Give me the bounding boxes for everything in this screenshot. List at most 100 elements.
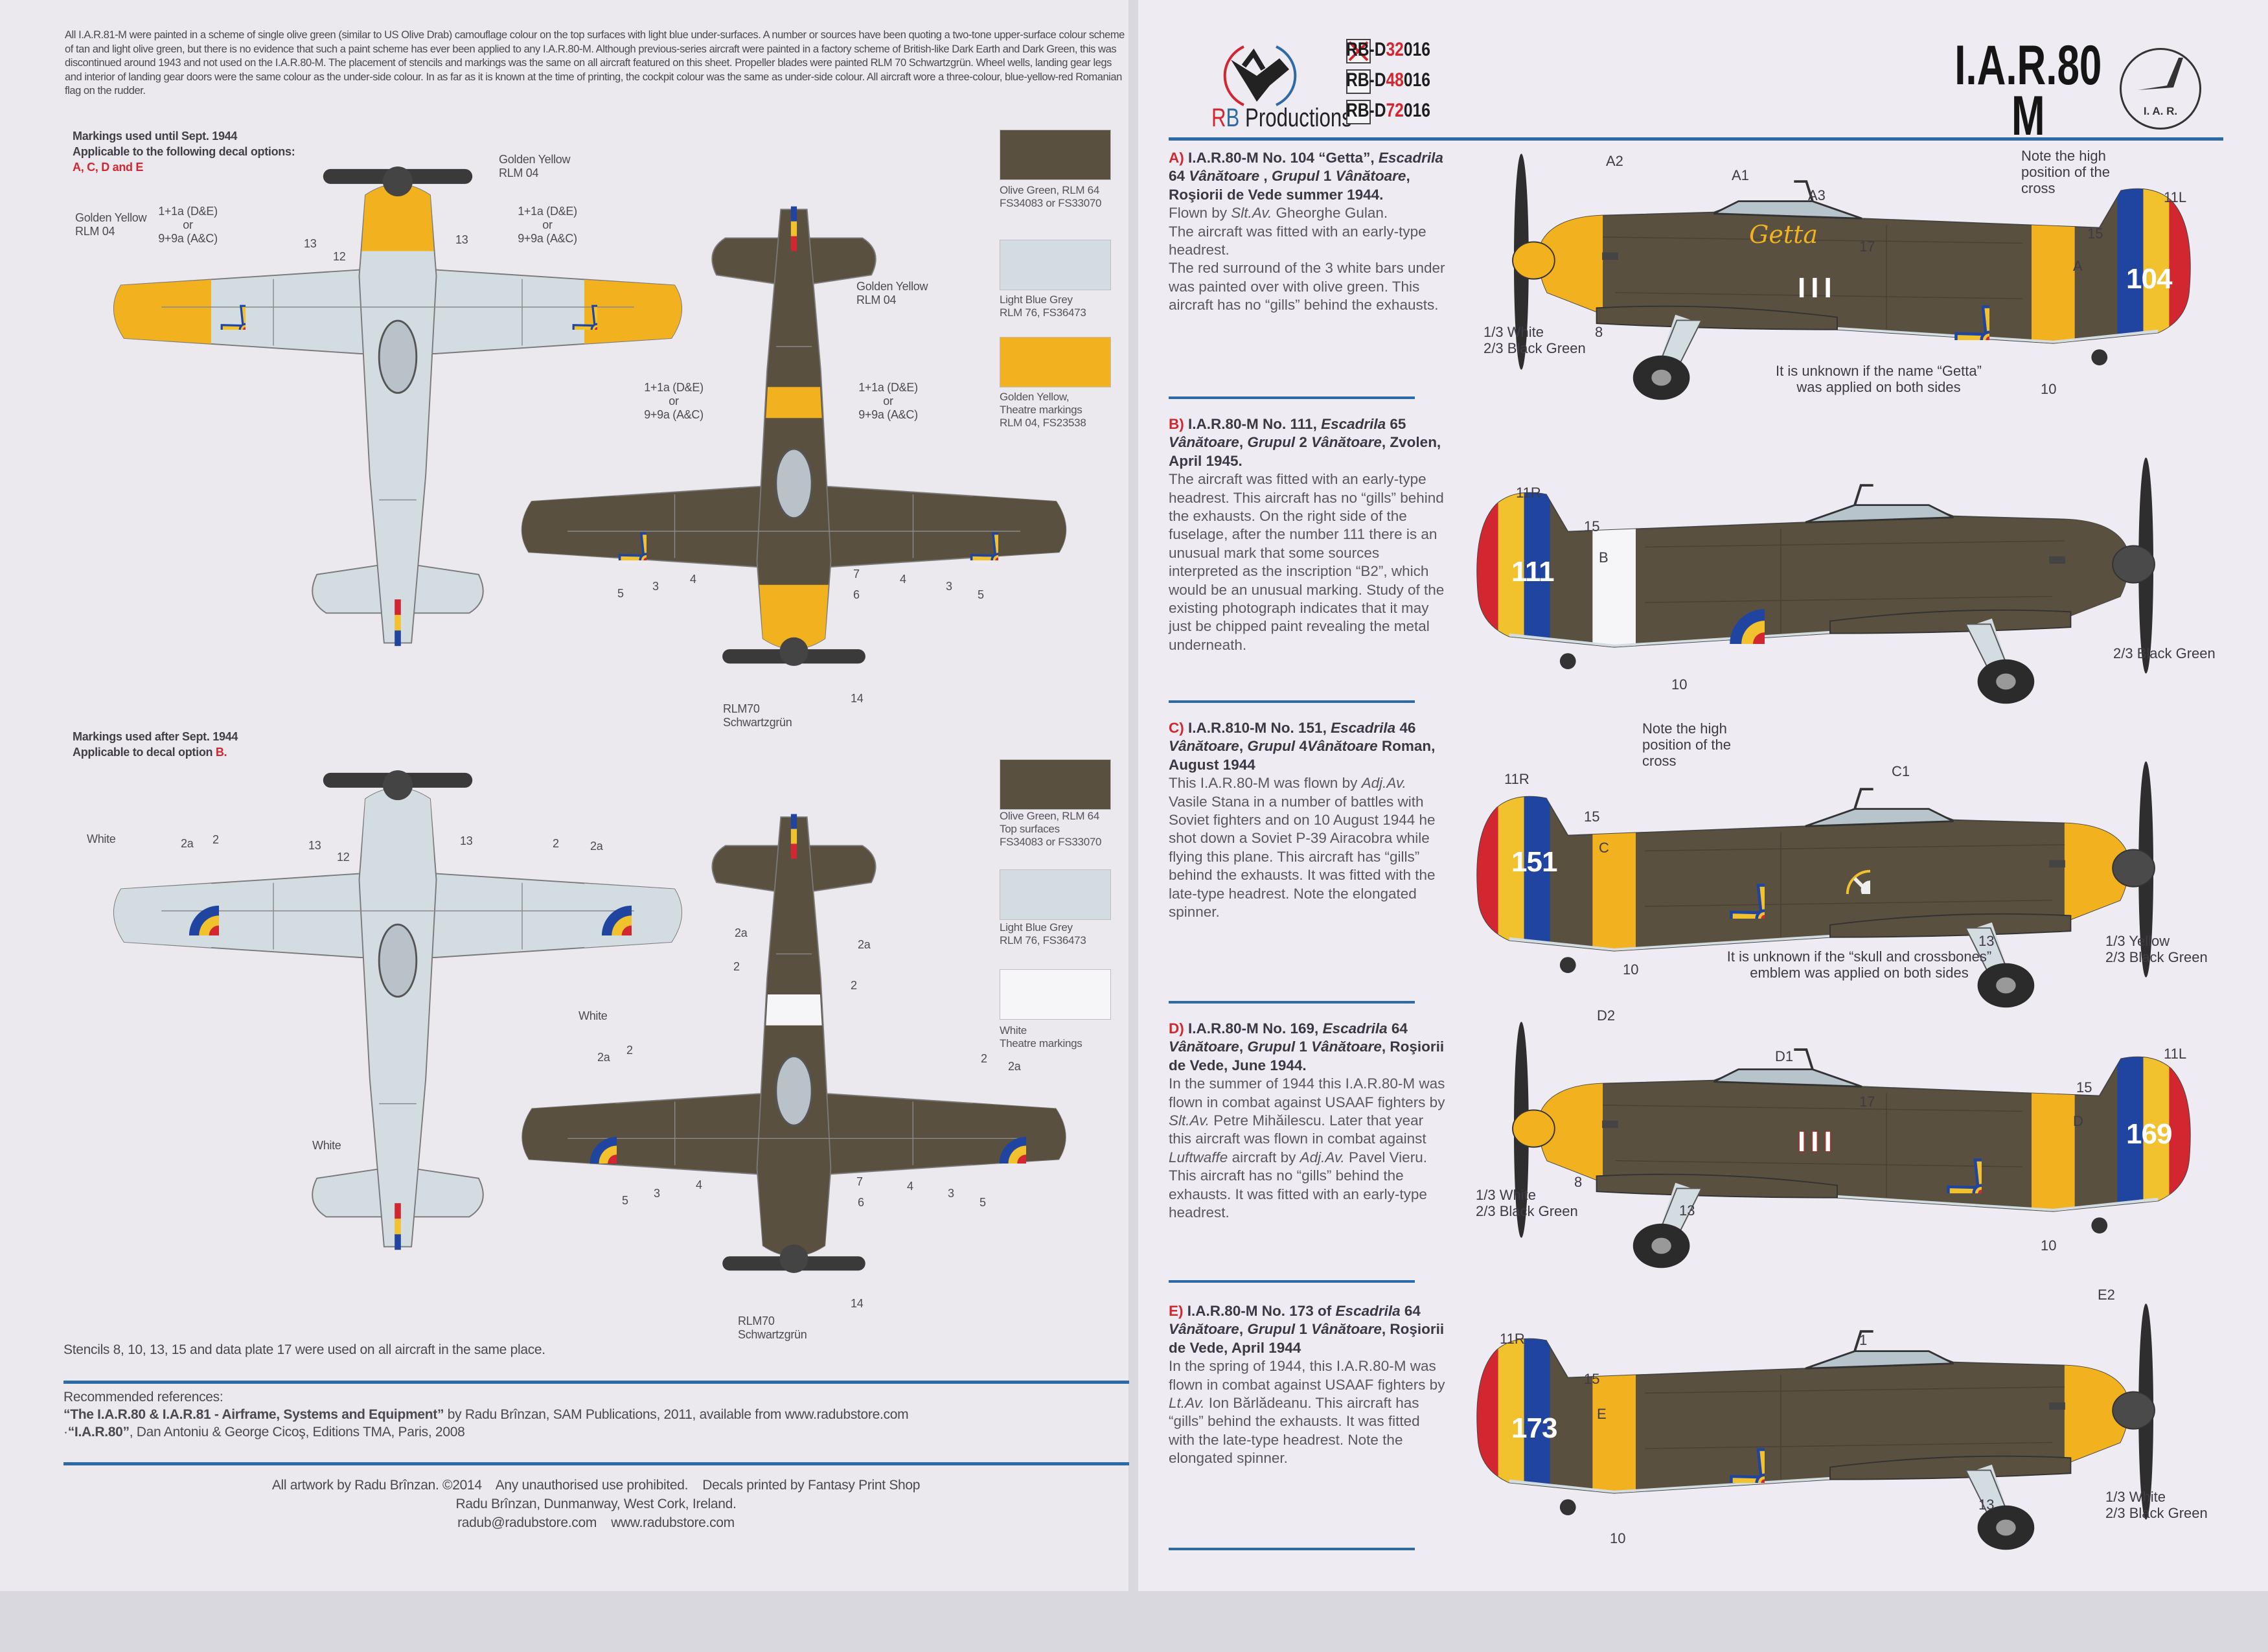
text-segment: 64 [1169,168,1189,185]
section-applicable: Applicable to decal option [73,746,216,759]
callout-label: Golden Yellow RLM 04 [856,280,928,306]
text-segment: Grupul [1247,1038,1296,1055]
checked-x-icon [1348,41,1369,62]
profile-callout: 13 [1978,1497,1995,1513]
text-segment: The aircraft was fitted with an early-ty… [1169,471,1445,653]
option-divider [1169,1548,1415,1550]
profile-callout: It is unknown if the “skull and crossbon… [1726,948,1992,981]
callout-label: 4 [907,1180,913,1193]
profile-callout: 17 [1859,238,1875,255]
text-segment: I.A.R.80-M No. 173 of [1183,1303,1336,1319]
iar-bird-icon [2138,58,2183,90]
callout-label: 4 [900,573,906,586]
option-body: Flown by Slt.Av. Gheorghe Gulan. [1169,204,1447,222]
text-segment: Escadrila [1322,1020,1388,1037]
text-segment: 46 [1395,720,1416,736]
profile-callout: 11L [2164,189,2187,205]
callout-label: 5 [978,588,984,601]
callout-label: 1+1a (D&E) or 9+9a (A&C) [518,205,577,245]
intro-paragraph: All I.A.R.81-M were painted in a scheme … [65,29,1125,97]
profile-callout: III [1798,1126,1837,1158]
swatch-label: Olive Green, RLM 64 FS34083 or FS33070 [1000,184,1102,209]
profile-callout: 11R [1500,1331,1525,1347]
callout-label: 4 [690,573,696,586]
callout-label: 1+1a (D&E) or 9+9a (A&C) [644,381,704,421]
text-segment: Pavel Vieru. This aircraft has no “gills… [1169,1149,1427,1221]
callout-label: White [312,1139,341,1152]
text-segment: Slt.Av. [1169,1112,1209,1129]
text-segment: , Roşiorii de Vede summer 1944. [1169,168,1410,203]
text-segment: Grupul [1247,434,1296,451]
scale-checkbox-1-72[interactable] [1346,100,1371,124]
profile-callout: 11R [1516,485,1541,501]
profile-callout: A3 [1808,187,1826,203]
text-segment: Slt.Av. [1231,205,1272,222]
profile-callout: 104 [2126,263,2172,295]
callout-label: 3 [654,1187,660,1200]
text-segment: Vasile Stana in a number of battles with… [1169,793,1436,921]
email-link[interactable]: radub@radubstore.com [457,1515,597,1530]
profile-option-b [1447,448,2214,707]
text-segment: Gheorghe Gulan. [1272,205,1388,222]
profile-callout: 11L [2164,1046,2187,1062]
skull-and-crossbones-emblem [1818,842,1870,894]
callout-label: 2a [590,840,603,853]
profile-option-e [1447,1294,2214,1554]
callout-label: 2a [181,837,194,850]
text-segment: , [1239,434,1248,451]
profile-callout: 10 [2041,381,2057,397]
text-segment: 64 [1387,1020,1408,1037]
callout-label: 2 [981,1052,987,1065]
text-segment: , Roşiorii de Vede, April 1944 [1169,1321,1445,1356]
callout-label: 14 [851,1297,864,1310]
option-description-c: C) I.A.R.810-M No. 151, Escadrila 46 Vân… [1169,719,1447,921]
callout-label: 7 [853,568,860,580]
text-segment: The red surround of the 3 white bars und… [1169,260,1445,314]
callout-label: 2 [851,979,857,992]
colour-swatch [1000,337,1111,387]
swatch-label: White Theatre markings [1000,1024,1082,1050]
profile-callout: B [1599,549,1609,566]
text-segment: I.A.R.80-M No. 169, [1184,1020,1323,1037]
callout-label: 5 [979,1196,986,1209]
text-segment: The aircraft was fitted with an early-ty… [1169,223,1426,258]
profile-callout: 10 [1610,1530,1626,1546]
profile-callout: Getta [1749,220,1818,249]
text-segment: Flown by [1169,205,1231,222]
fuselage-cross-marking [1909,1121,1982,1193]
profile-callout: A1 [1732,167,1749,183]
callout-label: 7 [856,1175,863,1188]
fuselage-roundel [1692,571,1765,644]
callout-label: 13 [304,237,317,250]
callout-label: RLM70 Schwartzgrün [723,702,792,729]
text-segment: Luftwaffe [1169,1149,1228,1165]
profile-callout: 15 [2087,225,2103,242]
text-segment: , [1239,738,1248,755]
brand-name: RB Productions [1211,104,1352,133]
scale-checkbox-1-48[interactable] [1346,69,1371,94]
text-segment: Grupul [1247,1321,1296,1338]
text-segment: , [1259,168,1272,185]
text-segment: I.A.R.80-M No. 104 “Getta”, [1184,150,1379,166]
brand-b: B [1226,104,1240,132]
callout-label: 4 [696,1178,702,1191]
profile-callout: Note the high position of the cross [1642,720,1731,769]
text-segment: 65 [1386,416,1406,432]
profile-callout: 2/3 Black Green [2113,645,2216,661]
profile-callout: 1/3 White 2/3 Black Green [1476,1187,1578,1219]
callout-label: 3 [948,1187,954,1200]
text-segment: , [1239,1321,1248,1338]
text-segment: Ion Bărlădeanu. This aircraft has “gills… [1169,1395,1420,1467]
iar-emblem: I. A. R. [2120,48,2201,130]
profile-callout: 173 [1511,1412,1557,1444]
option-body: This I.A.R.80-M was flown by Adj.Av. Vas… [1169,774,1447,921]
profile-callout: 111 [1511,556,1555,588]
website-link[interactable]: www.radubstore.com [611,1515,735,1530]
callout-label: 2a [1008,1060,1021,1073]
profile-callout: 151 [1511,846,1557,878]
wing-roundel [561,1108,617,1164]
callout-label: 6 [858,1196,864,1209]
callout-label: White [578,1009,608,1022]
option-title: B) I.A.R.80-M No. 111, Escadrila 65 Vână… [1169,415,1447,470]
scale-checkbox-1-32[interactable] [1346,39,1371,63]
